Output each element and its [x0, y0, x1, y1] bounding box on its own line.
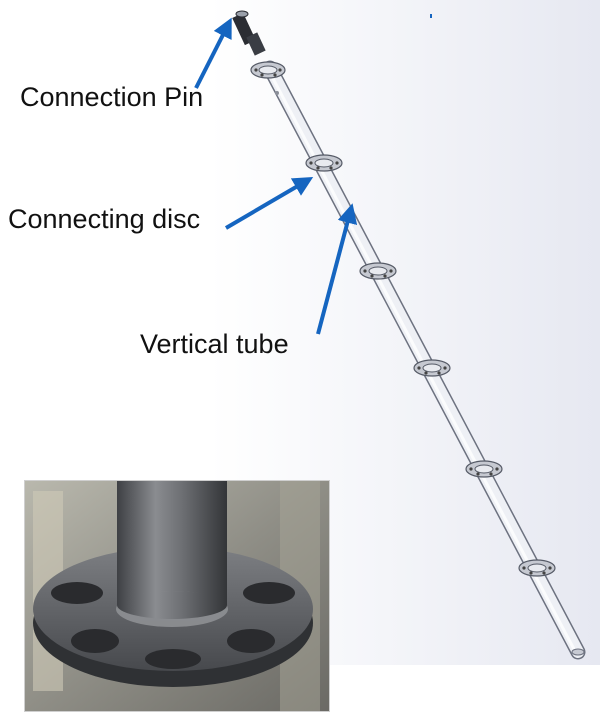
pointer-arrows — [194, 17, 358, 335]
label-connecting-disc: Connecting disc — [8, 204, 201, 234]
disc-1 — [250, 61, 286, 79]
arrow-connecting-disc — [224, 176, 314, 230]
disc-6 — [518, 559, 556, 577]
disc-4 — [413, 359, 451, 377]
connection-pin — [232, 10, 279, 95]
disc-5 — [465, 460, 503, 478]
arrow-vertical-tube — [316, 203, 358, 335]
label-connection-pin: Connection Pin — [20, 82, 204, 112]
disc-2 — [305, 154, 343, 172]
disc-photo — [25, 481, 329, 711]
disc-photo-inset — [24, 480, 330, 712]
disc-3 — [359, 262, 397, 280]
label-vertical-tube: Vertical tube — [140, 329, 289, 359]
connecting-discs — [250, 61, 556, 577]
arrow-connection-pin — [194, 17, 232, 89]
